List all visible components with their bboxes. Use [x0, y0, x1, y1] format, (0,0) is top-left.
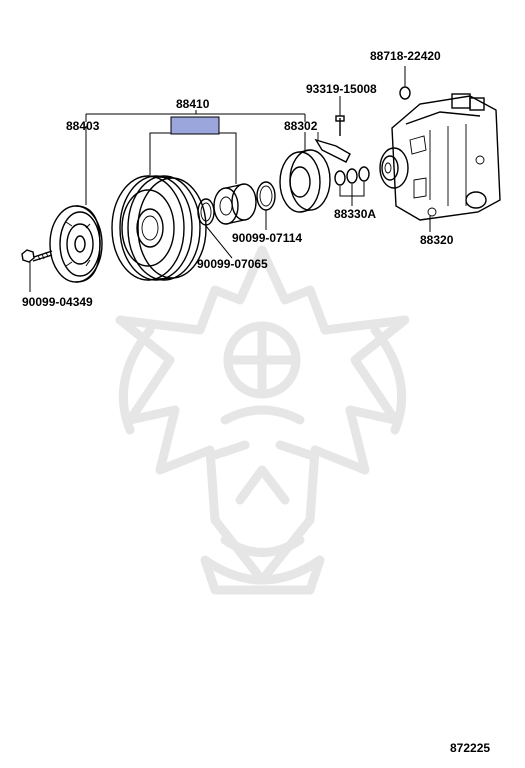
shims	[334, 166, 370, 206]
label-compressor: 88320	[420, 233, 454, 247]
samurai-mask-icon	[115, 245, 410, 595]
stator	[279, 132, 331, 213]
cap	[399, 66, 411, 100]
label-snap-ring-inner: 90099-07065	[197, 257, 268, 271]
highlight-box	[170, 116, 220, 135]
compressor	[379, 93, 501, 232]
label-assembly: 88410	[176, 97, 210, 111]
bolt	[21, 249, 53, 292]
pulley	[111, 175, 207, 281]
snap-ring-inner	[197, 198, 233, 259]
label-bolt: 90099-04349	[22, 295, 93, 309]
label-clutch-hub: 88403	[66, 119, 100, 133]
label-stator: 88302	[284, 119, 318, 133]
label-shim: 88330A	[334, 207, 376, 221]
label-cap: 88718-22420	[370, 49, 441, 63]
label-snap-ring-outer: 90099-07114	[232, 231, 302, 245]
label-screw: 93319-15008	[306, 82, 377, 96]
stator-bracket	[314, 96, 351, 163]
figure-number: 872225	[450, 741, 490, 755]
clutch-hub	[49, 126, 103, 283]
assembly-bracket	[85, 110, 306, 184]
snap-ring-outer	[256, 181, 276, 230]
bearing	[213, 183, 257, 225]
